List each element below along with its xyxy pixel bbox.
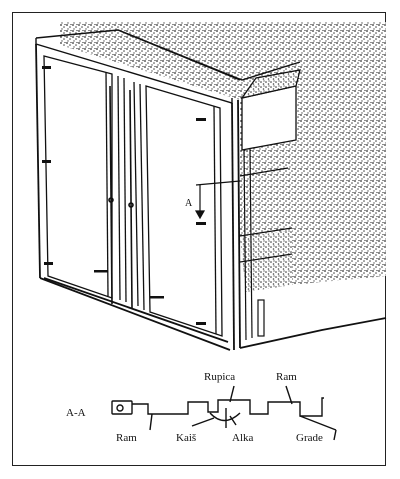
section-profile <box>111 385 337 441</box>
side-rails <box>239 147 293 341</box>
section-label: A-A <box>66 407 86 419</box>
label-alka: Alka <box>232 432 254 444</box>
view-arrow <box>194 180 241 220</box>
label-ram-top: Ram <box>276 371 297 383</box>
container-top <box>35 29 301 104</box>
label-ram-bottom: Ram <box>116 432 137 444</box>
label-grade: Grade <box>296 432 323 444</box>
door-panel-left <box>43 55 127 303</box>
container-frame <box>35 43 387 351</box>
background-texture <box>60 22 386 292</box>
label-rupica: Rupica <box>204 371 236 383</box>
hinges <box>42 66 206 325</box>
label-kais: Kaiš <box>176 432 197 444</box>
locking-rods <box>108 85 134 309</box>
rooftop-unit <box>240 69 301 151</box>
view-marker-label: A <box>185 198 193 209</box>
door-panel-right <box>133 81 223 337</box>
